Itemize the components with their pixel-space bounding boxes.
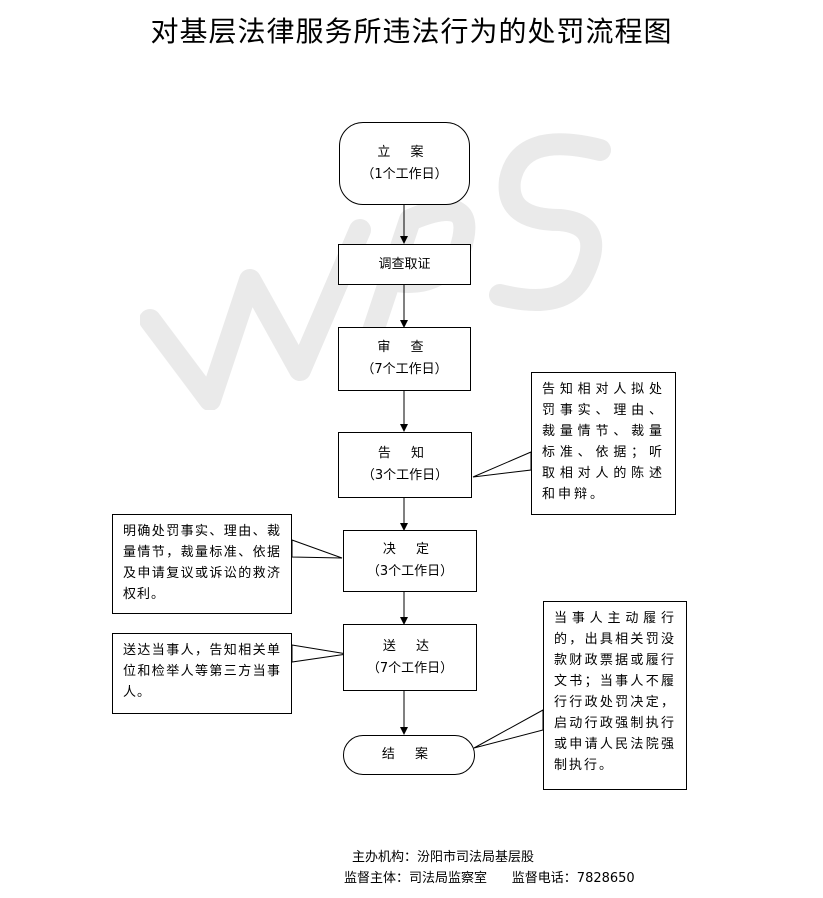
note-songda: 送达当事人，告知相关单位和检举人等第三方当事人。 <box>112 633 292 714</box>
note-gaozhi: 告知相对人拟处罚事实、理由、裁量情节、裁量标准、依据；听取相对人的陈述和申辩。 <box>531 372 676 515</box>
node-jueding-days: （3个工作日） <box>366 564 454 579</box>
footer-supervisor: 监督主体：司法局监察室 监督电话：7828650 <box>344 871 635 886</box>
callout-pointer-songda <box>291 644 348 663</box>
callout-pointer-gaozhi <box>472 451 532 478</box>
node-songda: 送 达 （7个工作日） <box>343 624 477 691</box>
node-diaocha-label: 调查取证 <box>378 256 431 272</box>
node-shencha: 审 查 （7个工作日） <box>338 327 471 391</box>
node-diaocha: 调查取证 <box>338 244 471 285</box>
node-songda-days: （7个工作日） <box>366 660 454 676</box>
node-gaozhi-label: 告 知 <box>377 446 433 461</box>
note-jiean: 当事人主动履行的，出具相关罚没款财政票据或履行文书；当事人不履行行政处罚决定，启… <box>543 601 687 790</box>
node-gaozhi-days: （3个工作日） <box>361 468 449 483</box>
node-jueding-label: 决 定 <box>382 542 438 557</box>
node-lian-label: 立 案 <box>377 144 432 160</box>
node-lian-days: （1个工作日） <box>361 166 448 182</box>
note-jueding: 明确处罚事实、理由、裁量情节，裁量标准、依据及申请复议或诉讼的救济权利。 <box>112 514 292 614</box>
node-lian: 立 案 （1个工作日） <box>339 122 470 205</box>
page-title: 对基层法律服务所违法行为的处罚流程图 <box>150 15 673 48</box>
callout-pointer-jueding <box>291 539 343 559</box>
node-gaozhi: 告 知 （3个工作日） <box>338 432 472 498</box>
footer-organizer: 主办机构：汾阳市司法局基层股 <box>352 850 535 865</box>
node-jueding: 决 定 （3个工作日） <box>343 530 477 592</box>
node-jiean: 结 案 <box>343 735 475 775</box>
node-jiean-label: 结 案 <box>381 747 437 762</box>
node-shencha-days: （7个工作日） <box>361 362 448 377</box>
callout-pointer-jiean <box>473 709 544 749</box>
node-songda-label: 送 达 <box>382 638 438 654</box>
node-shencha-label: 审 查 <box>377 340 432 355</box>
